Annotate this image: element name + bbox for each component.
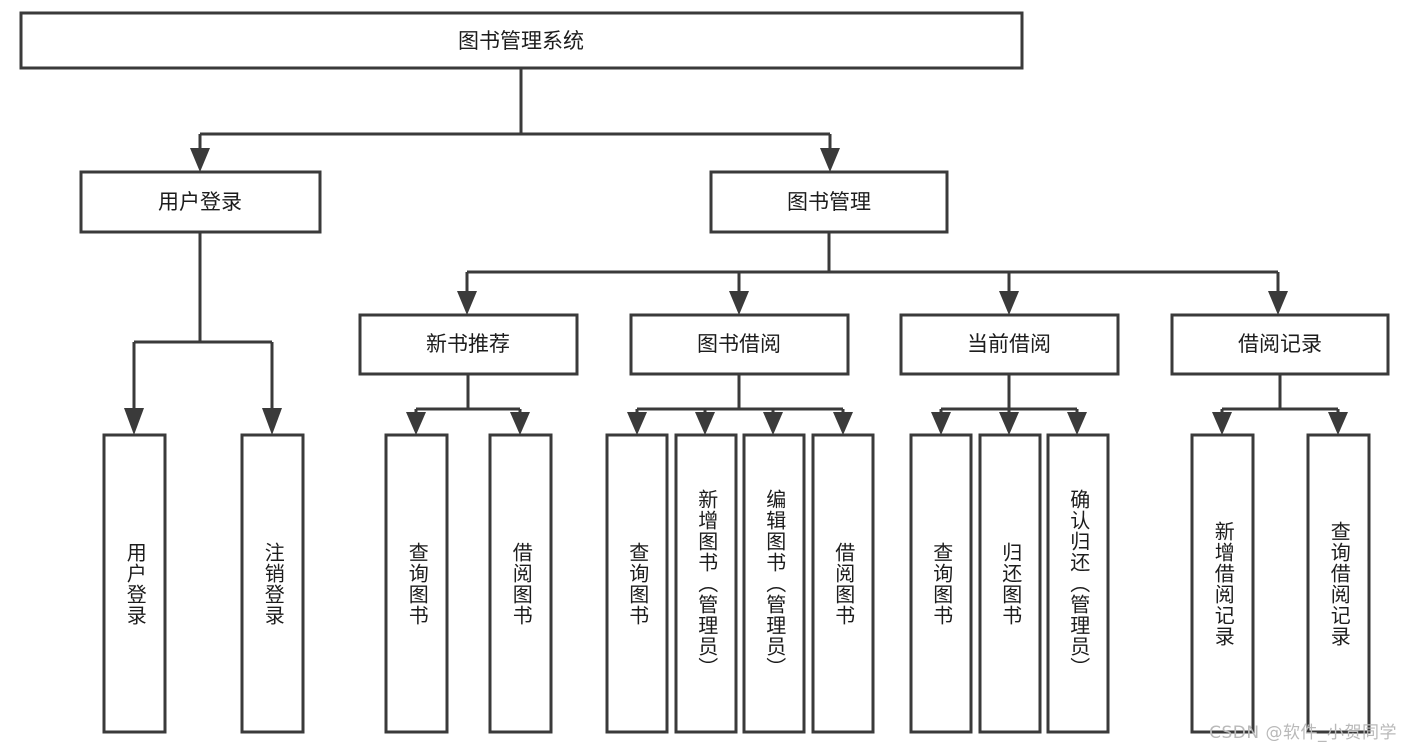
leaf-box-bb-lend[interactable] xyxy=(811,433,875,734)
arrow-to-new-books xyxy=(457,291,477,315)
node-new-book-recommend-box[interactable] xyxy=(358,313,579,376)
leaf-box-nb-borrow[interactable] xyxy=(488,433,553,734)
leaf-box-bb-query[interactable] xyxy=(605,433,669,734)
arrow-leaf-nb-query xyxy=(406,412,426,435)
node-book-borrow[interactable]: 图书借阅 xyxy=(629,313,850,376)
arrow-leaf-cb-return xyxy=(999,412,1019,435)
leaf-box-user-login[interactable] xyxy=(102,433,167,734)
node-current-borrow-label: 当前借阅 xyxy=(967,332,1051,356)
leaf-box-logout[interactable] xyxy=(240,433,305,734)
leaf-box-br-add[interactable] xyxy=(1190,433,1255,734)
node-current-borrow-box[interactable] xyxy=(899,313,1120,376)
node-borrow-records-label: 借阅记录 xyxy=(1238,332,1322,356)
node-root-label: 图书管理系统 xyxy=(458,29,584,53)
node-current-borrow[interactable]: 当前借阅 xyxy=(899,313,1120,376)
leaf-box-bb-add[interactable] xyxy=(674,433,738,734)
arrow-leaf-bb-add xyxy=(695,412,715,435)
node-book-management-box[interactable] xyxy=(709,170,949,234)
node-root[interactable]: 图书管理系统 xyxy=(19,11,1024,70)
node-borrow-records[interactable]: 借阅记录 xyxy=(1170,313,1390,376)
arrow-leaf-user-login xyxy=(124,408,144,435)
arrow-to-current xyxy=(999,291,1019,315)
arrow-leaf-cb-query xyxy=(931,412,951,435)
arrow-leaf-bb-lend xyxy=(833,412,853,435)
node-book-management-label: 图书管理 xyxy=(787,190,871,214)
node-new-book-recommend-label: 新书推荐 xyxy=(426,332,510,356)
node-book-management[interactable]: 图书管理 xyxy=(709,170,949,234)
node-root-box[interactable] xyxy=(19,11,1024,70)
watermark: CSDN @软件_小贺同学 xyxy=(1209,723,1397,743)
leaf-box-bb-edit[interactable] xyxy=(742,433,806,734)
arrow-leaf-br-add xyxy=(1212,412,1232,435)
node-book-borrow-label: 图书借阅 xyxy=(697,332,781,356)
leaf-box-br-query[interactable] xyxy=(1306,433,1371,734)
arrow-leaf-br-query xyxy=(1328,412,1348,435)
arrow-leaf-bb-query xyxy=(627,412,647,435)
leaf-box-nb-query[interactable] xyxy=(384,433,449,734)
arrow-leaf-bb-edit xyxy=(763,412,783,435)
arrow-leaf-cb-confirm xyxy=(1067,412,1087,435)
arrow-to-user-login xyxy=(190,148,210,172)
node-user-login-label: 用户登录 xyxy=(158,190,242,214)
node-book-borrow-box[interactable] xyxy=(629,313,850,376)
arrow-to-borrow xyxy=(729,291,749,315)
node-user-login[interactable]: 用户登录 xyxy=(79,170,322,234)
node-borrow-records-box[interactable] xyxy=(1170,313,1390,376)
leaf-box-cb-return[interactable] xyxy=(978,433,1042,734)
node-new-book-recommend[interactable]: 新书推荐 xyxy=(358,313,579,376)
arrow-leaf-nb-borrow xyxy=(510,412,530,435)
leaf-box-cb-confirm[interactable] xyxy=(1046,433,1110,734)
arrow-to-book-mgmt xyxy=(820,148,840,172)
leaf-box-cb-query[interactable] xyxy=(909,433,973,734)
arrow-to-records xyxy=(1268,291,1288,315)
arrow-leaf-logout xyxy=(262,408,282,435)
